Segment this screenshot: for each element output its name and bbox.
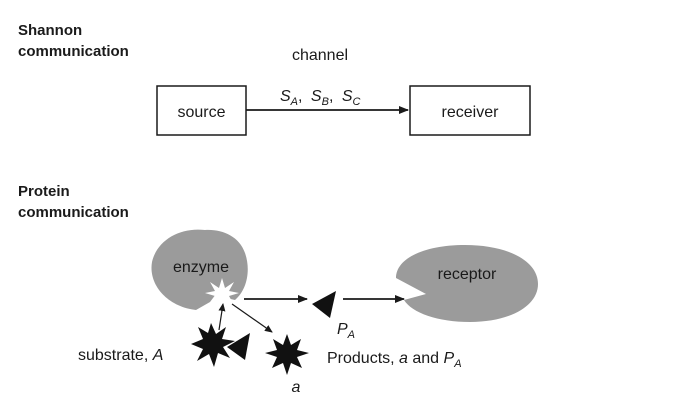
signal-a-subscript: A	[290, 96, 298, 108]
signal-a-separator: ,	[298, 88, 302, 105]
product-a-label: a	[292, 379, 301, 396]
signal-b-symbol: S	[311, 88, 322, 105]
products-text: Products,	[327, 350, 399, 367]
products-label: Products, a and PA	[327, 350, 462, 370]
signal-b-separator: ,	[329, 88, 333, 105]
substrate-symbol: A	[152, 347, 164, 364]
signal-c-subscript: C	[353, 96, 361, 108]
substrate-triangle	[227, 333, 250, 360]
signal-pa-subscript: A	[347, 329, 355, 341]
substrate-label: substrate, A	[78, 347, 163, 364]
enzyme-label: enzyme	[173, 259, 229, 276]
signal-c-symbol: S	[342, 88, 353, 105]
product-a-burst	[265, 334, 309, 375]
signal-pa-label: PA	[337, 321, 355, 341]
receiver-box	[409, 85, 531, 136]
shannon-heading-line1: Shannon	[18, 22, 82, 39]
signal-b-subscript: B	[322, 96, 329, 108]
products-p-subscript: A	[453, 358, 461, 370]
products-a: a	[399, 350, 408, 367]
source-label: source	[177, 104, 225, 121]
receptor-label: receptor	[438, 266, 497, 283]
substrate-entry-arrow	[218, 303, 226, 331]
protein-heading-line2: communication	[18, 204, 129, 221]
receptor-shape	[396, 245, 538, 322]
product-release-arrow	[231, 303, 273, 333]
protein-section: Protein communication enzyme receptor PA…	[18, 183, 538, 396]
products-and: and	[408, 350, 444, 367]
channel-label: channel	[292, 47, 348, 64]
protein-heading-line1: Protein	[18, 183, 70, 200]
products-p: P	[444, 350, 455, 367]
signal-a-symbol: S	[280, 88, 291, 105]
active-site-burst	[205, 278, 239, 310]
signal-pa-symbol: P	[337, 321, 348, 338]
shannon-section: Shannon communication channel source rec…	[18, 22, 531, 136]
shannon-heading-line2: communication	[18, 43, 129, 60]
receiver-label: receiver	[442, 104, 500, 121]
substrate-burst	[191, 323, 235, 367]
signal-molecule-pa	[312, 291, 336, 318]
source-box	[156, 85, 247, 136]
signal-list: SA, SB, SC	[280, 88, 361, 108]
substrate-text: substrate,	[78, 347, 153, 364]
